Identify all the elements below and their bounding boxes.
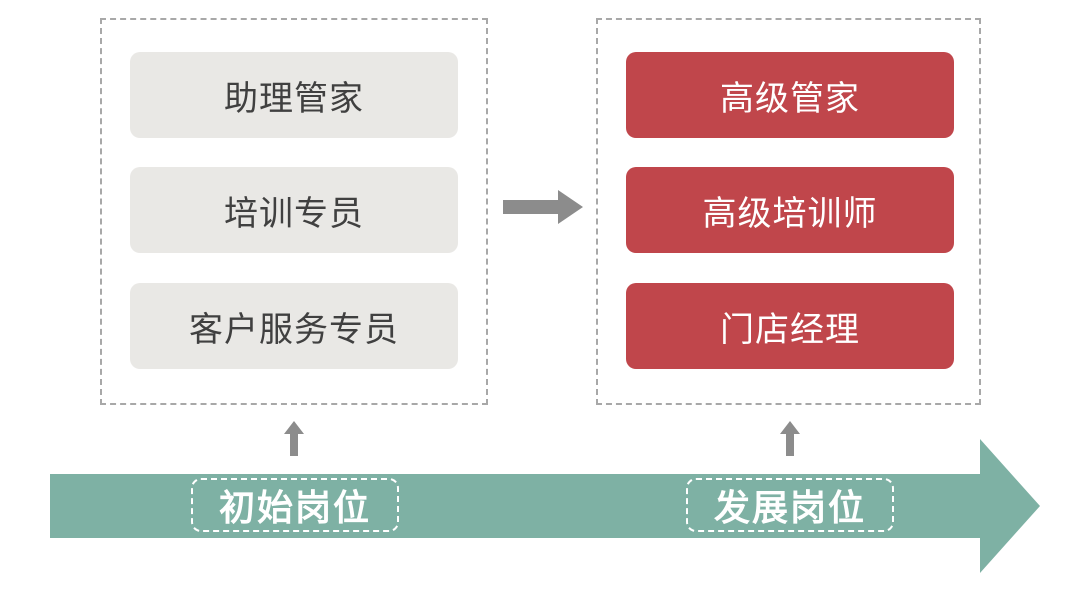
development-role-box: 门店经理 bbox=[626, 283, 954, 369]
initial-roles-panel bbox=[100, 18, 488, 405]
up-arrow-develop-icon bbox=[780, 421, 800, 456]
development-role-box: 高级培训师 bbox=[626, 167, 954, 253]
transition-arrow-icon bbox=[503, 190, 583, 224]
development-stage-label: 发展岗位 bbox=[686, 478, 894, 532]
initial-stage-label: 初始岗位 bbox=[191, 478, 399, 532]
initial-role-box: 助理管家 bbox=[130, 52, 458, 138]
up-arrow-initial-icon bbox=[284, 421, 304, 456]
timeline-arrow bbox=[50, 439, 1040, 573]
development-role-box: 高级管家 bbox=[626, 52, 954, 138]
initial-role-box: 客户服务专员 bbox=[130, 283, 458, 369]
development-roles-panel bbox=[596, 18, 981, 405]
initial-role-box: 培训专员 bbox=[130, 167, 458, 253]
